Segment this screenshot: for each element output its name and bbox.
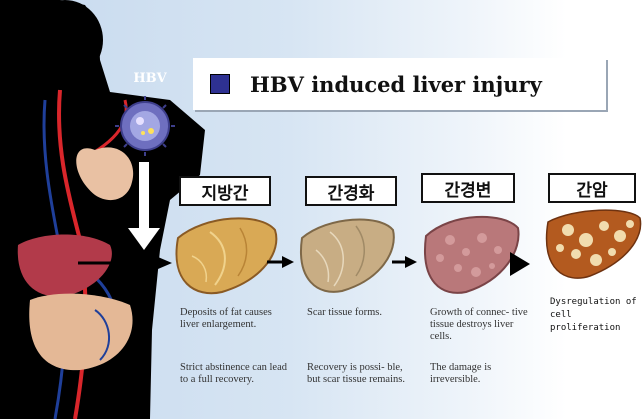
stage-label-liver-cancer: 간암 (548, 173, 636, 203)
progression-arrow-icon-4 (510, 252, 530, 276)
liver-fibrosis-icon (301, 220, 394, 292)
cirrhotic-liver-icon (425, 217, 519, 293)
caption-cirrhosis-bottom: The damage is irreversible. (430, 362, 530, 386)
virus-label: HBV (120, 71, 180, 86)
caption-liver-cancer: Dysregulation of cell proliferation (550, 296, 640, 335)
stage-label-fibrosis: 간경화 (305, 176, 397, 206)
caption-fibrosis-top: Scar tissue forms. (307, 307, 407, 319)
stage-label-cirrhosis: 간경변 (421, 173, 515, 203)
liver-cancer-icon (547, 210, 641, 278)
caption-fibrosis-bottom: Recovery is possi- ble, but scar tissue … (307, 362, 407, 386)
caption-fatty-liver-bottom: Strict abstinence can lead to a full rec… (180, 362, 292, 386)
fatty-liver-icon (176, 218, 276, 293)
progression-arrow-icon-3 (392, 256, 417, 268)
head-silhouette (27, 0, 103, 80)
caption-cirrhosis-top: Growth of connec- tive tissue destroys l… (430, 307, 530, 343)
title-banner: HBV induced liver injury (193, 58, 606, 110)
diagram-title: HBV induced liver injury (250, 72, 542, 97)
virus-particle-icon (115, 96, 175, 156)
title-marker-icon (210, 74, 230, 94)
stage-label-fatty-liver: 지방간 (179, 176, 271, 206)
caption-fatty-liver-top: Deposits of fat causes liver enlargement… (180, 307, 290, 331)
